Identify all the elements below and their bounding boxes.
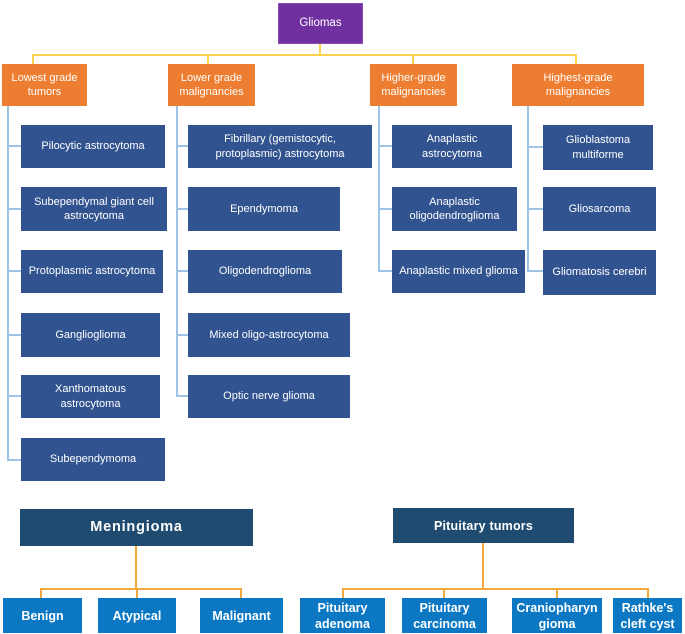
connector-line: [342, 588, 649, 590]
node-xanthomatous-astrocytoma: Xanthomatous astrocytoma: [21, 375, 160, 418]
connector-line: [176, 106, 178, 397]
connector-line: [7, 106, 9, 461]
node-malignant: Malignant: [200, 598, 283, 633]
connector-line: [176, 270, 188, 272]
node-meningioma: Meningioma: [20, 509, 253, 546]
connector-line: [240, 588, 242, 598]
node-pilocytic-astrocytoma: Pilocytic astrocytoma: [21, 125, 165, 168]
node-optic-nerve-glioma: Optic nerve glioma: [188, 375, 350, 418]
node-protoplasmic-astrocytoma: Protoplasmic astrocytoma: [21, 250, 163, 293]
connector-line: [342, 588, 344, 598]
connector-line: [40, 588, 42, 598]
connector-line: [482, 543, 484, 590]
group-lower-grade-malignancies: Lower grade malignancies: [168, 64, 255, 106]
connector-line: [40, 588, 242, 590]
node-pituitary-tumors: Pituitary tumors: [393, 508, 574, 543]
connector-line: [412, 54, 414, 64]
node-anaplastic-mixed-glioma: Anaplastic mixed glioma: [392, 250, 525, 293]
connector-line: [647, 588, 649, 598]
connector-line: [7, 459, 21, 461]
connector-line: [7, 395, 21, 397]
connector-line: [378, 270, 392, 272]
connector-line: [176, 395, 188, 397]
node-fibrillary-astrocytoma: Fibrillary (gemistocytic, protoplasmic) …: [188, 125, 372, 168]
connector-line: [527, 146, 543, 148]
connector-line: [176, 334, 188, 336]
node-rathkes-cleft-cyst: Rathke's cleft cyst: [613, 598, 682, 633]
connector-line: [32, 54, 577, 56]
root-node-gliomas: Gliomas: [278, 3, 363, 44]
connector-line: [378, 106, 380, 272]
connector-line: [527, 106, 529, 272]
node-ganglioglioma: Ganglioglioma: [21, 313, 160, 357]
connector-line: [176, 208, 188, 210]
connector-line: [319, 44, 321, 56]
connector-line: [136, 588, 138, 598]
node-glioblastoma-multiforme: Glioblastoma multiforme: [543, 125, 653, 170]
connector-line: [527, 270, 543, 272]
connector-line: [7, 270, 21, 272]
connector-line: [7, 208, 21, 210]
node-gliosarcoma: Gliosarcoma: [543, 187, 656, 231]
connector-line: [527, 208, 543, 210]
node-pituitary-adenoma: Pituitary adenoma: [300, 598, 385, 633]
node-gliomatosis-cerebri: Gliomatosis cerebri: [543, 250, 656, 295]
connector-line: [7, 145, 21, 147]
connector-line: [556, 588, 558, 598]
node-craniopharyngioma: Craniopharyngioma: [512, 598, 602, 633]
node-anaplastic-astrocytoma: Anaplastic astrocytoma: [392, 125, 512, 168]
connector-line: [207, 54, 209, 64]
node-pituitary-carcinoma: Pituitary carcinoma: [402, 598, 487, 633]
connector-line: [378, 208, 392, 210]
node-atypical: Atypical: [98, 598, 176, 633]
connector-line: [176, 145, 188, 147]
connector-line: [7, 334, 21, 336]
group-highest-grade-malignancies: Highest-grade malignancies: [512, 64, 644, 106]
group-lowest-grade-tumors: Lowest grade tumors: [2, 64, 87, 106]
connector-line: [575, 54, 577, 64]
node-oligodendroglioma: Oligodendroglioma: [188, 250, 342, 293]
node-subependymal-giant-cell-astrocytoma: Subependymal giant cell astrocytoma: [21, 187, 167, 231]
connector-line: [135, 546, 137, 590]
node-ependymoma: Ependymoma: [188, 187, 340, 231]
group-higher-grade-malignancies: Higher-grade malignancies: [370, 64, 457, 106]
node-anaplastic-oligodendroglioma: Anaplastic oligodendroglioma: [392, 187, 517, 231]
connector-line: [32, 54, 34, 64]
node-benign: Benign: [3, 598, 82, 633]
node-subependymoma: Subependymoma: [21, 438, 165, 481]
connector-line: [443, 588, 445, 598]
connector-line: [378, 145, 392, 147]
node-mixed-oligo-astrocytoma: Mixed oligo-astrocytoma: [188, 313, 350, 357]
